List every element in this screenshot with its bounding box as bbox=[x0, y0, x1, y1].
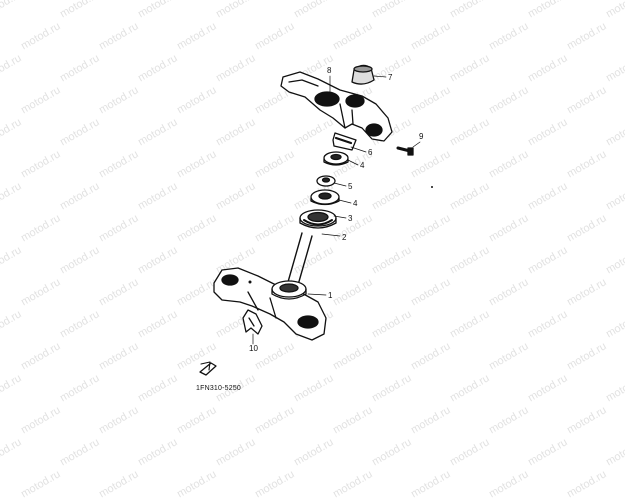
washer bbox=[316, 175, 336, 187]
cap-nut bbox=[351, 64, 375, 85]
callout-2: 2 bbox=[342, 233, 347, 242]
ring-nut-lower bbox=[310, 189, 340, 206]
watermark-text: motod.ru bbox=[487, 468, 531, 500]
steering-stem bbox=[287, 232, 313, 286]
upper-bracket bbox=[280, 71, 393, 142]
part-code-label: 1FN310-5250 bbox=[196, 385, 242, 392]
callout-8: 8 bbox=[327, 66, 332, 75]
watermark-text: motod.ru bbox=[331, 468, 375, 500]
bolt bbox=[396, 146, 414, 156]
callout-9: 9 bbox=[419, 132, 424, 141]
callout-labels: 1 2 3 4 5 4 6 7 8 9 10 bbox=[249, 66, 424, 353]
callout-5: 5 bbox=[348, 182, 353, 191]
upper-bearing bbox=[299, 209, 337, 229]
watermark-text: motod.ru bbox=[19, 468, 63, 500]
lower-bearing bbox=[271, 280, 307, 300]
leader-lines bbox=[252, 75, 421, 345]
exploded-diagram: 1 2 3 4 5 4 6 7 8 9 10 bbox=[199, 64, 433, 376]
watermark-text: motod.ru bbox=[253, 468, 297, 500]
callout-10: 10 bbox=[249, 344, 258, 353]
arrow-box-icon bbox=[199, 361, 217, 376]
lower-bracket bbox=[213, 267, 327, 341]
callout-7: 7 bbox=[388, 73, 393, 82]
watermark-text: motod.ru bbox=[409, 468, 453, 500]
watermark-text: motod.ru bbox=[175, 468, 219, 500]
callout-3: 3 bbox=[348, 214, 353, 223]
callout-6: 6 bbox=[368, 148, 373, 157]
ring-nut-upper bbox=[323, 151, 349, 166]
lock-washer bbox=[332, 132, 357, 151]
callout-1: 1 bbox=[328, 291, 333, 300]
cable-guide bbox=[242, 309, 263, 335]
watermark-text: motod.ru bbox=[565, 468, 609, 500]
watermark-text: motod.ru bbox=[97, 468, 141, 500]
callout-4-upper: 4 bbox=[360, 161, 365, 170]
callout-4-lower: 4 bbox=[353, 199, 358, 208]
